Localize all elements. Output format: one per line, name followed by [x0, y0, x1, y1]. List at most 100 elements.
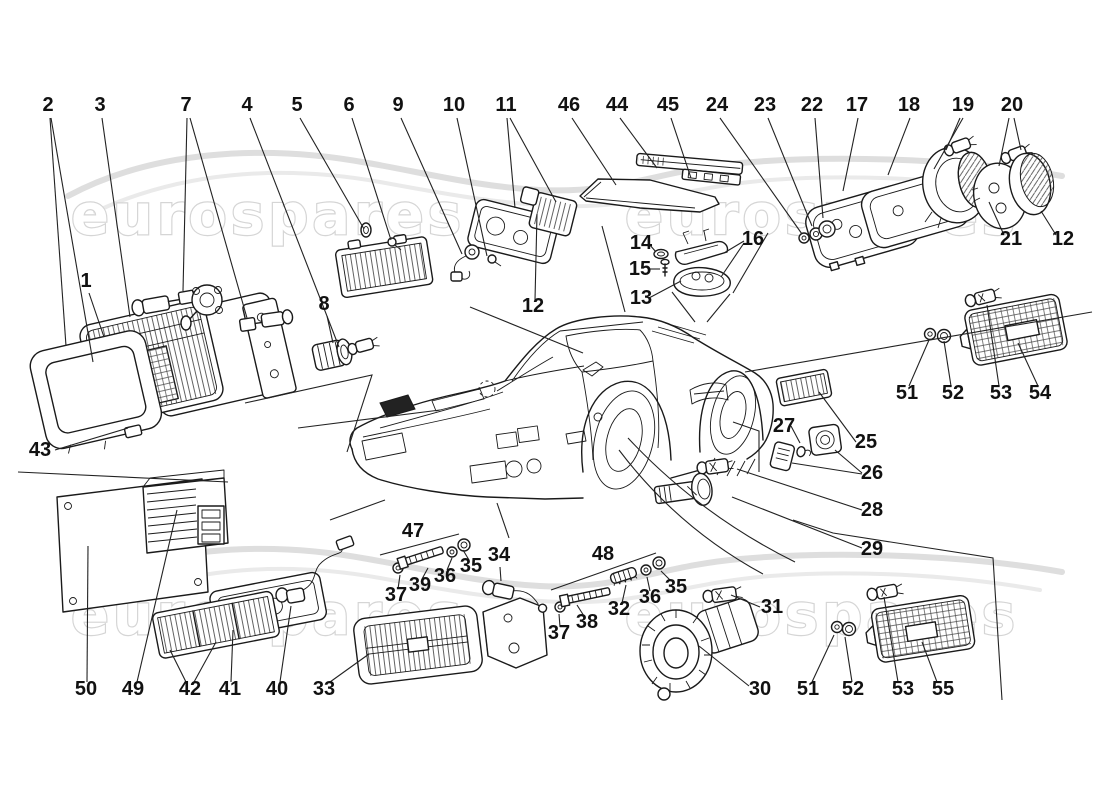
part-label-47: 47	[402, 520, 424, 542]
leader-line-26	[791, 462, 863, 475]
part-label-16: 16	[742, 228, 764, 250]
spoiler-panel	[579, 178, 720, 213]
marker-lens-54	[959, 293, 1068, 366]
leader-line-36	[446, 557, 453, 571]
leader-line-11	[506, 117, 516, 209]
plate-light-lower	[673, 266, 731, 297]
part-label-9: 9	[392, 94, 403, 116]
screw-kit-48	[554, 556, 666, 613]
leader-line-31	[730, 594, 761, 608]
leader-line-52	[844, 636, 853, 683]
marker-ring-52b	[841, 621, 857, 637]
leader-line-22	[814, 117, 824, 219]
part-label-12: 12	[522, 295, 544, 317]
leader-line-42	[169, 649, 187, 683]
leader-line-41	[230, 629, 234, 683]
leader-line-16	[720, 242, 745, 278]
part-label-43: 43	[29, 439, 51, 461]
part-label-22: 22	[801, 94, 823, 116]
leader-line-13	[648, 280, 682, 299]
socket-29	[653, 472, 713, 506]
part-label-5: 5	[291, 94, 302, 116]
leader-line-8	[326, 315, 334, 344]
leader-line-42	[193, 641, 217, 683]
rubber-grommet	[360, 222, 372, 238]
leader-line-7	[189, 117, 248, 319]
leader-line-12	[1040, 210, 1057, 236]
part-label-30: 30	[749, 678, 771, 700]
part-label-13: 13	[630, 287, 652, 309]
part-label-27: 27	[773, 415, 795, 437]
leader-line-26	[834, 449, 863, 474]
screw	[387, 237, 402, 251]
bulb-31	[702, 586, 743, 604]
leader-line-18	[887, 117, 911, 176]
part-label-29: 29	[861, 538, 883, 560]
part-label-25: 25	[855, 431, 877, 453]
leader-line-40	[279, 605, 292, 683]
leader-line-2	[50, 117, 94, 363]
front-marker-panel	[335, 234, 434, 299]
part-label-51: 51	[896, 382, 918, 404]
leader-line-44	[619, 117, 658, 169]
leader-line-54	[1017, 342, 1039, 387]
leader-line-47	[379, 533, 460, 556]
leader-line-25	[818, 391, 857, 443]
part-label-52: 52	[842, 678, 864, 700]
part-label-11: 11	[495, 94, 516, 116]
repeater-bulb-with-wire	[450, 244, 502, 282]
part-label-14: 14	[630, 232, 653, 254]
leader-line-39	[421, 567, 429, 580]
small-bulb	[347, 336, 380, 356]
leader-line-12	[534, 213, 538, 301]
leader-line-52	[943, 340, 952, 387]
leader-line-28	[736, 468, 863, 511]
control-unit-49	[142, 469, 229, 554]
tail-lens-12	[1008, 152, 1055, 216]
leader-line-35	[462, 549, 470, 561]
leader-line-10	[456, 117, 488, 257]
part-label-45: 45	[657, 94, 679, 116]
part-label-31: 31	[761, 596, 783, 618]
part-label-38: 38	[576, 611, 598, 633]
part-label-26: 26	[861, 462, 883, 484]
part-label-54: 54	[1029, 382, 1052, 404]
fog-lamp-bracket	[482, 597, 548, 669]
leader-line-20	[1013, 117, 1022, 151]
part-label-24: 24	[706, 94, 729, 116]
driving-lamp-30	[639, 598, 759, 701]
marker-lens-55	[865, 594, 976, 663]
part-label-2: 2	[42, 94, 53, 116]
turnsignal-bulb-40	[275, 535, 355, 604]
leader-line-48	[550, 552, 657, 591]
part-label-4: 4	[241, 94, 253, 116]
leader-line-53	[986, 304, 1000, 387]
leader-line-55	[921, 641, 938, 683]
part-label-33: 33	[313, 678, 335, 700]
plate-light-gasket	[653, 248, 669, 260]
part-label-12: 12	[1052, 228, 1074, 250]
leader-line-7	[182, 117, 188, 292]
leader-line-32	[621, 584, 627, 604]
part-label-42: 42	[179, 678, 201, 700]
halogen-bulb	[180, 284, 223, 331]
socket-27	[769, 441, 811, 472]
leader-line-46	[571, 117, 617, 186]
leader-line-5	[299, 117, 365, 230]
part-label-36: 36	[639, 586, 661, 608]
leader-line-17	[842, 117, 859, 192]
leader-line-45	[670, 117, 692, 179]
part-label-34: 34	[488, 544, 511, 566]
part-label-3: 3	[94, 94, 105, 116]
artwork-layer	[17, 135, 1093, 701]
part-label-52: 52	[942, 382, 964, 404]
part-label-37: 37	[385, 584, 407, 606]
part-label-20: 20	[1001, 94, 1023, 116]
bulb-28	[696, 458, 734, 475]
part-label-6: 6	[343, 94, 354, 116]
part-label-39: 39	[409, 574, 431, 596]
part-label-18: 18	[898, 94, 920, 116]
leader-line-20	[998, 117, 1010, 167]
